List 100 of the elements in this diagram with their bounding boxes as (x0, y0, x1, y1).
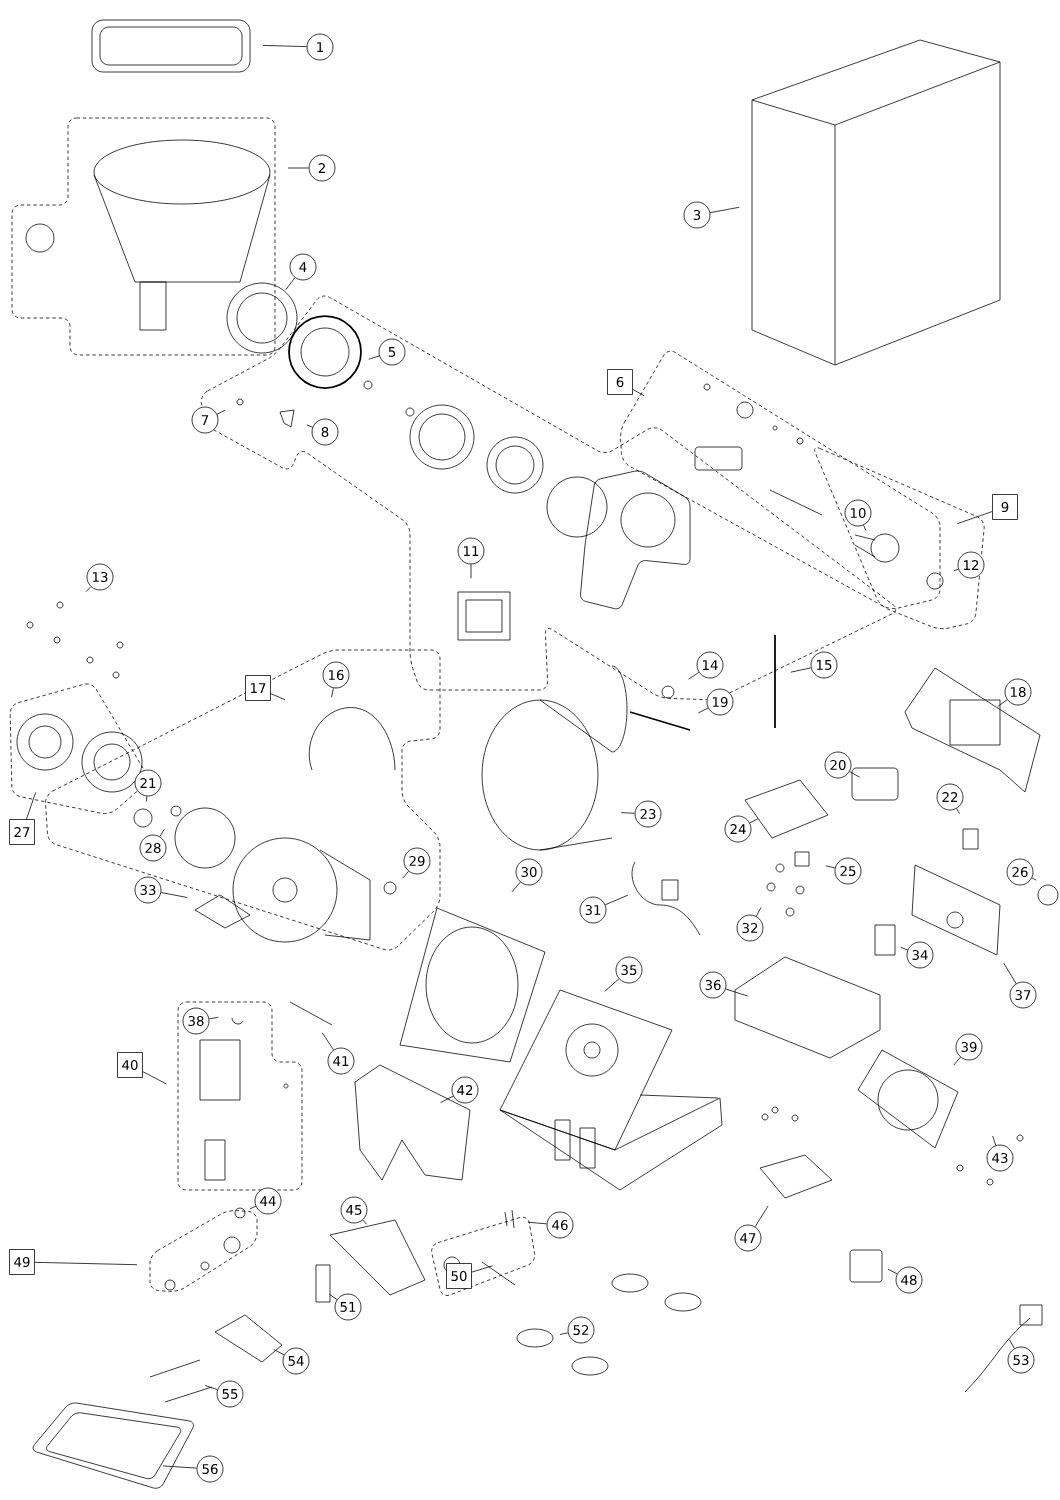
leader-line (208, 1016, 219, 1020)
leader-line (863, 524, 867, 531)
kit-number-box: 6 (607, 369, 633, 395)
leader-line (559, 1332, 569, 1335)
callout-number: 7 (191, 406, 219, 434)
leader-line (26, 791, 37, 820)
callout-number: 32 (736, 914, 764, 942)
callout-number: 5 (378, 338, 406, 366)
leader-line (142, 1071, 167, 1085)
callout-number: 8 (311, 418, 339, 446)
kit-number-box: 27 (9, 819, 35, 845)
callout-number: 10 (844, 499, 872, 527)
callout-number: 33 (134, 876, 162, 904)
leader-line (511, 881, 521, 893)
leader-line (1008, 1339, 1015, 1349)
leader-line (249, 1205, 257, 1210)
leader-line (992, 1135, 997, 1146)
callout-number: 44 (254, 1187, 282, 1215)
callout-number: 55 (216, 1380, 244, 1408)
leader-line (825, 865, 836, 869)
callout-number: 11 (457, 537, 485, 565)
leader-line (790, 667, 812, 673)
leader-line (709, 206, 740, 213)
leader-line (956, 808, 960, 814)
leader-line (956, 511, 993, 525)
callout-number: 2 (308, 154, 336, 182)
leader-line (725, 988, 748, 997)
leader-line (160, 892, 188, 898)
callout-number: 13 (86, 563, 114, 591)
leader-line (1003, 962, 1017, 984)
leader-line (85, 586, 92, 593)
kit-number-box: 17 (245, 675, 271, 701)
leader-line (1031, 877, 1037, 881)
callout-number: 34 (906, 941, 934, 969)
leader-line (953, 568, 959, 572)
leader-line (321, 1032, 334, 1051)
callout-number: 42 (451, 1076, 479, 1104)
leader-line (329, 1294, 338, 1300)
callout-number: 3 (683, 201, 711, 229)
leader-line (159, 828, 165, 837)
leader-line (900, 946, 908, 951)
callout-number: 22 (936, 783, 964, 811)
leader-line (402, 870, 409, 879)
callout-number: 28 (139, 834, 167, 862)
leader-line (688, 672, 700, 680)
leader-line (162, 1465, 198, 1469)
callout-number: 12 (957, 551, 985, 579)
callout-number: 56 (196, 1455, 224, 1483)
leader-line (604, 978, 620, 992)
leader-line (749, 818, 759, 824)
callout-number: 4 (289, 253, 317, 281)
leader-line (887, 1268, 898, 1275)
callout-number: 1 (306, 33, 334, 61)
callout-number: 53 (1007, 1346, 1035, 1374)
callout-number: 51 (334, 1293, 362, 1321)
leader-line (997, 699, 1008, 707)
callout-number: 19 (706, 688, 734, 716)
callout-number: 16 (322, 661, 350, 689)
callout-number: 47 (734, 1224, 762, 1252)
leader-line (262, 45, 307, 48)
leader-line (953, 1056, 961, 1066)
callout-number: 37 (1009, 981, 1037, 1009)
leader-line (204, 1385, 218, 1391)
leader-line (604, 894, 629, 906)
leader-line (306, 424, 313, 428)
leader-line (368, 355, 380, 360)
leader-line (471, 1265, 493, 1273)
callout-number: 18 (1004, 678, 1032, 706)
callout-number: 36 (699, 971, 727, 999)
leader-line (216, 409, 226, 415)
callout-number: 52 (567, 1316, 595, 1344)
callout-number: 46 (546, 1211, 574, 1239)
leader-line (470, 564, 472, 579)
callout-number: 35 (615, 956, 643, 984)
callout-number: 39 (955, 1033, 983, 1061)
callout-number: 14 (696, 651, 724, 679)
callout-number: 15 (810, 651, 838, 679)
callout-number: 38 (182, 1007, 210, 1035)
leader-line (527, 1221, 548, 1225)
callout-number: 30 (515, 858, 543, 886)
callout-number: 45 (340, 1196, 368, 1224)
leader-line (620, 812, 635, 814)
callout-number: 43 (986, 1144, 1014, 1172)
callout-number: 23 (634, 800, 662, 828)
callout-number: 29 (403, 847, 431, 875)
callout-number: 21 (134, 769, 162, 797)
leader-line (287, 167, 309, 169)
callout-number: 26 (1006, 858, 1034, 886)
kit-number-box: 40 (117, 1052, 143, 1078)
leader-line (754, 1205, 769, 1228)
kit-number-box: 9 (992, 494, 1018, 520)
callout-number: 24 (724, 815, 752, 843)
callout-number: 48 (895, 1266, 923, 1294)
leader-line (146, 795, 148, 802)
callout-number: 41 (327, 1047, 355, 1075)
leader-line (34, 1261, 138, 1266)
callout-number: 31 (579, 896, 607, 924)
leader-line (270, 693, 286, 701)
leader-line (755, 907, 762, 917)
leader-line (697, 707, 709, 714)
